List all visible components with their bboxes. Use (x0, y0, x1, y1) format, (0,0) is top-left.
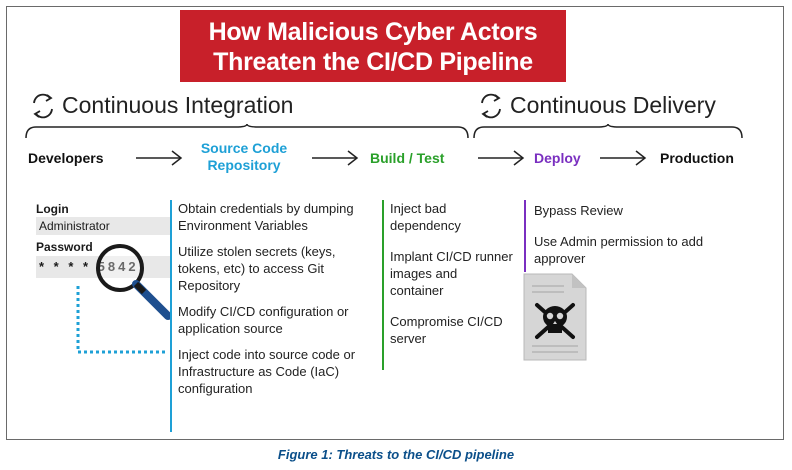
list-item: Inject bad dependency (390, 201, 461, 233)
delivery-brace (473, 124, 743, 139)
deploy-divider (524, 200, 526, 272)
password-field: * * * * 5842 (36, 256, 170, 278)
arrow-right-icon (478, 150, 525, 166)
login-label: Login (36, 202, 69, 216)
stage-source-code-repository: Source Code Repository (188, 140, 300, 174)
list-item: Implant CI/CD runner images and containe… (390, 249, 513, 298)
list-item: Modify CI/CD configuration or applicatio… (178, 304, 349, 336)
arrow-right-icon (600, 150, 647, 166)
phase-continuous-integration: Continuous Integration (62, 92, 294, 118)
list-item: Bypass Review (534, 203, 623, 218)
build-threat-list: Inject bad dependency Implant CI/CD runn… (390, 200, 514, 356)
list-item: Utilize stolen secrets (keys, tokens, et… (178, 244, 336, 293)
list-item: Compromise CI/CD server (390, 314, 503, 346)
stage-source-line-1: Source Code (200, 140, 288, 156)
deploy-threat-list: Bypass Review Use Admin permission to ad… (534, 202, 724, 276)
source-threat-list: Obtain credentials by dumping Environmen… (178, 200, 368, 406)
phase-continuous-delivery: Continuous Delivery (510, 92, 716, 118)
stage-production: Production (660, 150, 734, 166)
stage-developers: Developers (28, 150, 104, 166)
login-field: Administrator (36, 217, 170, 235)
title-line-1: How Malicious Cyber Actors (208, 18, 538, 46)
figure-frame (6, 6, 784, 440)
stage-deploy: Deploy (534, 150, 581, 166)
list-item: Inject code into source code or Infrastr… (178, 347, 356, 396)
stage-build-test: Build / Test (370, 150, 445, 166)
source-divider (170, 200, 172, 432)
title-line-2: Threaten the CI/CD Pipeline (213, 48, 533, 76)
integration-brace (25, 124, 469, 139)
build-divider (382, 200, 384, 370)
password-label: Password (36, 240, 93, 254)
title-banner: How Malicious Cyber Actors Threaten the … (180, 10, 566, 82)
list-item: Use Admin permission to add approver (534, 234, 704, 266)
skull-document-icon (523, 273, 587, 361)
list-item: Obtain credentials by dumping Environmen… (178, 201, 354, 233)
magnifier-icon (96, 244, 172, 320)
arrow-right-icon (136, 150, 183, 166)
stage-source-line-2: Repository (207, 157, 281, 173)
figure-caption: Figure 1: Threats to the CI/CD pipeline (277, 447, 515, 462)
arrow-right-icon (312, 150, 359, 166)
dotted-connector (76, 286, 168, 354)
cycle-arrows-icon (481, 93, 501, 119)
cycle-arrows-icon (33, 93, 53, 119)
